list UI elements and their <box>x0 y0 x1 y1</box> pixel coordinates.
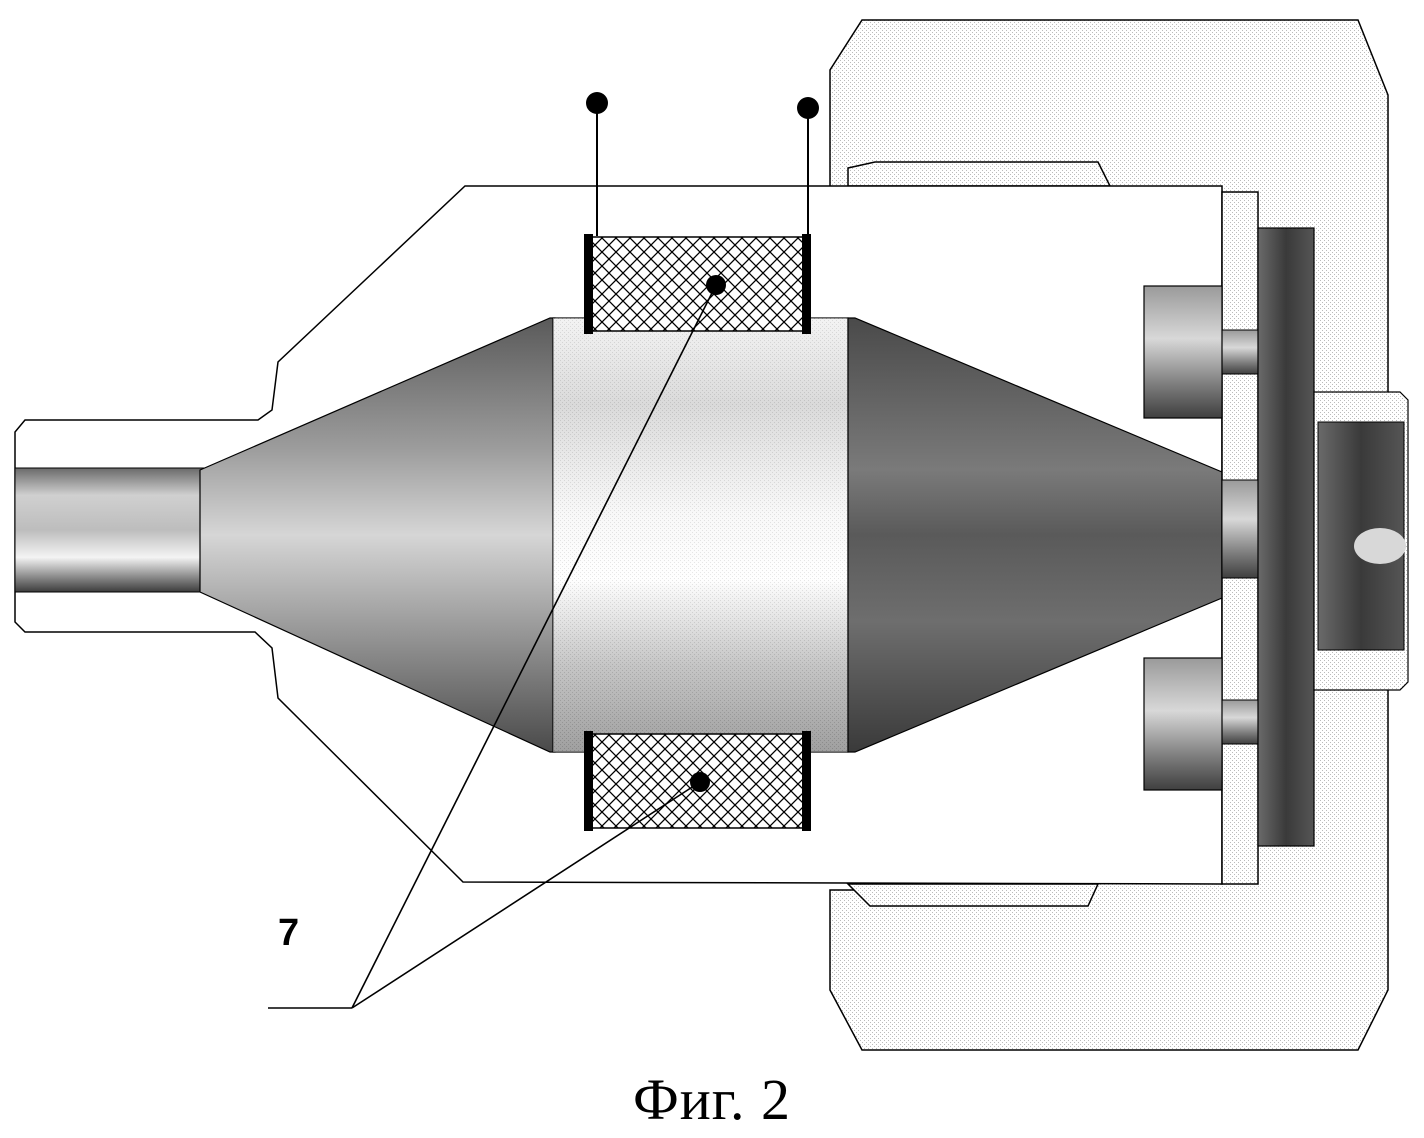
coil-top <box>584 234 811 334</box>
reference-label-7: 7 <box>278 912 300 954</box>
bolt-bottom <box>1143 657 1223 791</box>
outer-flange <box>1257 227 1315 847</box>
leader-lines <box>268 275 726 1009</box>
inlet-pipe <box>14 467 206 593</box>
terminal-left <box>586 92 608 236</box>
bolt-top <box>1143 285 1223 419</box>
terminal-right <box>797 97 819 236</box>
figure-caption: Фиг. 2 <box>632 1067 792 1132</box>
